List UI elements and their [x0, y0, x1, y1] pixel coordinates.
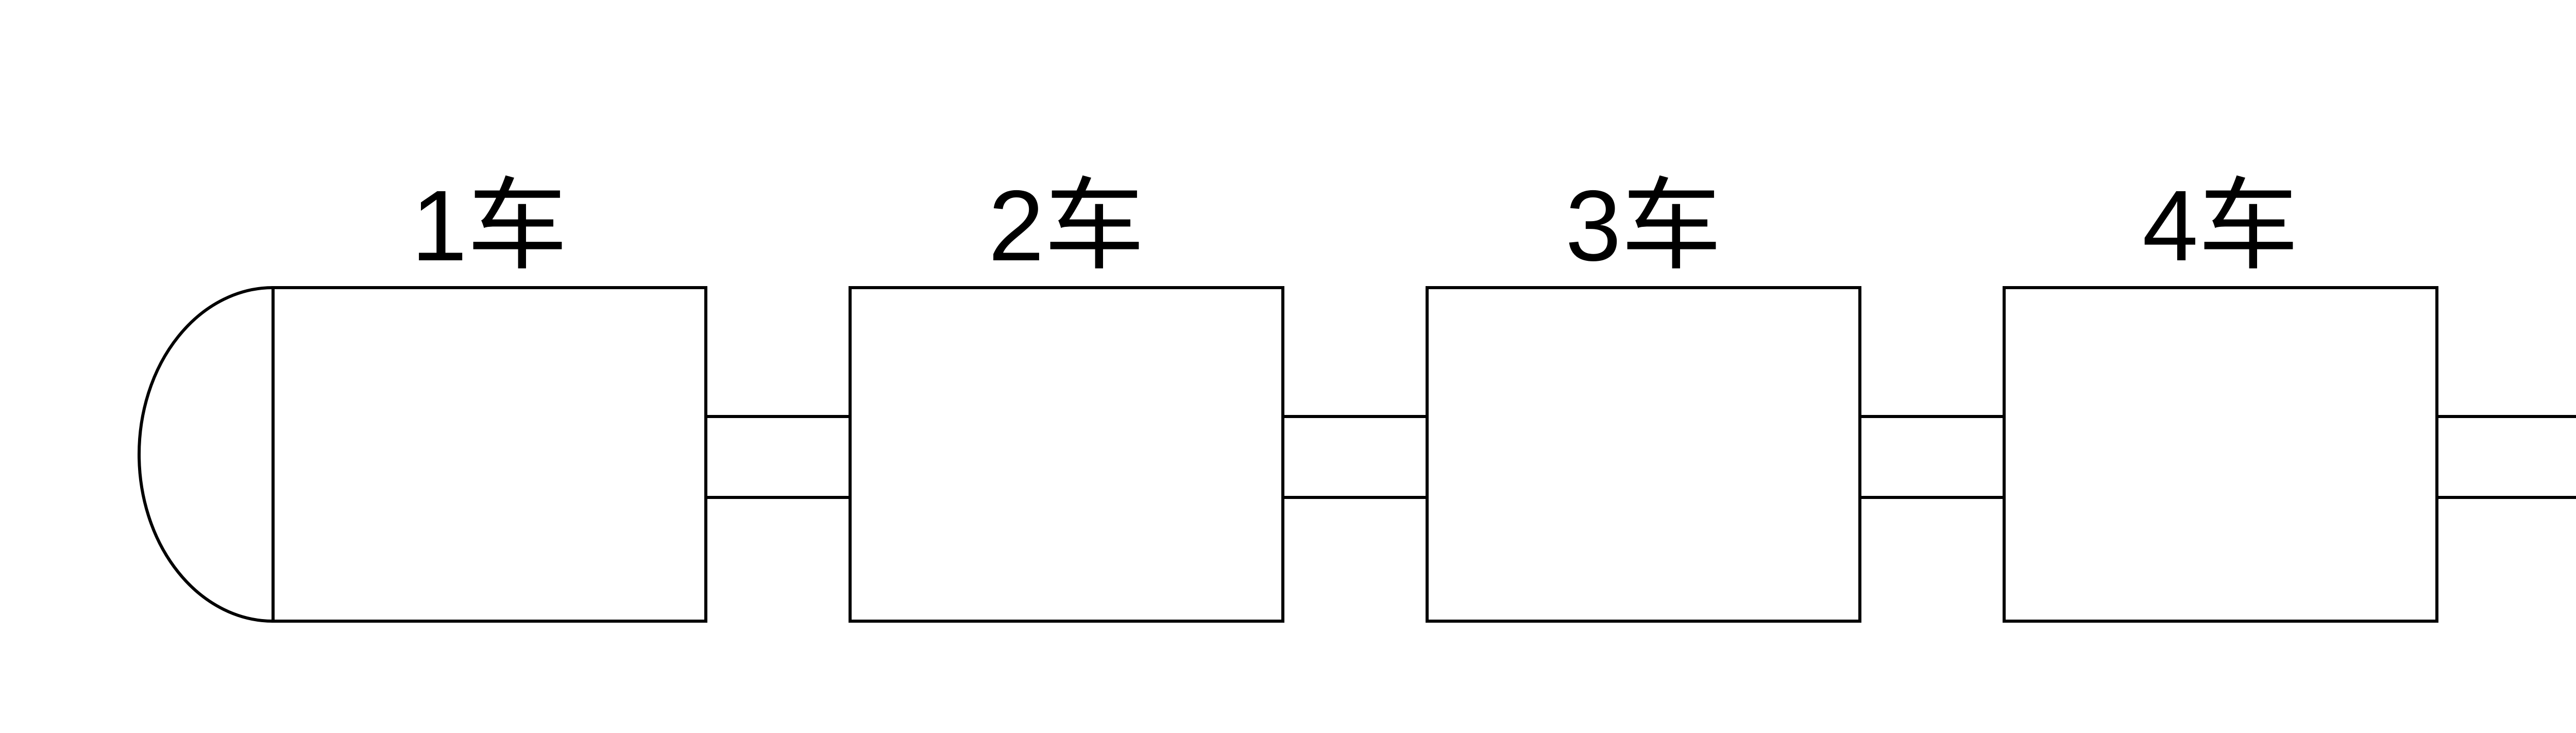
- train-car-body: [272, 286, 707, 623]
- train-car-body: [2003, 286, 2438, 623]
- train-car-body: [849, 286, 1284, 623]
- train-car-body: [1426, 286, 1861, 623]
- train-car-label: 3车: [1565, 170, 1721, 282]
- train-car-label: 4车: [2142, 170, 2298, 282]
- train-car-label: 1车: [411, 170, 567, 282]
- front-nose: [138, 286, 274, 623]
- train-car-label: 2车: [988, 170, 1144, 282]
